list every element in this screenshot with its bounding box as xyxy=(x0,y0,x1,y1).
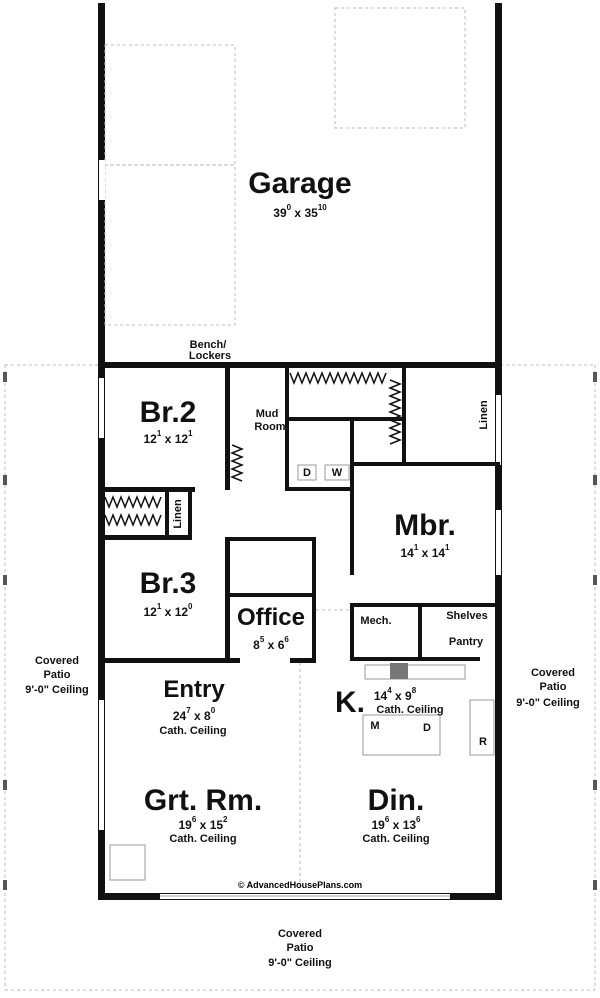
mech-label: Mech. xyxy=(360,615,391,627)
room-name: Din. xyxy=(368,784,425,817)
watermark: © AdvancedHousePlans.com xyxy=(238,880,362,890)
room-dimensions: 196 x 152 xyxy=(179,815,229,832)
pantry-label: Pantry xyxy=(449,636,484,648)
house-walls xyxy=(98,365,502,900)
room-dimensions: 196 x 136 xyxy=(372,815,422,832)
closet-rods xyxy=(104,370,403,528)
covered-patio-outline xyxy=(3,364,597,991)
linen-label: Linen xyxy=(478,400,490,430)
room-entry: Entry 247 x 80 Cath. Ceiling xyxy=(159,676,226,737)
dishwasher-label: D xyxy=(423,722,431,734)
room-name: Entry xyxy=(163,676,225,703)
microwave-label: M xyxy=(370,720,379,732)
room-dimensions: 390 x 3510 xyxy=(273,203,327,220)
ceiling-note: Cath. Ceiling xyxy=(159,725,226,737)
room-dimensions: 121 x 121 xyxy=(144,429,194,446)
dryer-label: D xyxy=(303,467,311,479)
room-br2: Br.2 121 x 121 xyxy=(140,396,197,446)
patio-label: Patio xyxy=(44,669,71,681)
ceiling-note: Cath. Ceiling xyxy=(376,704,443,716)
room-garage: Garage 390 x 3510 xyxy=(248,167,351,220)
patio-label: Covered xyxy=(531,667,575,679)
refrigerator-label: R xyxy=(479,736,487,748)
patio-right: Covered Patio 9'-0" Ceiling xyxy=(516,667,579,709)
room-name: Mbr. xyxy=(394,509,456,542)
patio-label: Covered xyxy=(278,928,322,940)
room-mbr: Mbr. 141 x 141 xyxy=(394,509,456,560)
room-dimensions: 247 x 80 xyxy=(173,706,216,723)
garage-walls xyxy=(98,3,502,368)
ceiling-note: Cath. Ceiling xyxy=(169,833,236,845)
patio-label: Patio xyxy=(287,942,314,954)
patio-ceiling: 9'-0" Ceiling xyxy=(268,957,331,969)
room-name: Grt. Rm. xyxy=(144,784,262,817)
patio-label: Patio xyxy=(540,681,567,693)
room-dimensions: 121 x 120 xyxy=(144,602,194,619)
room-dimensions: 85 x 66 xyxy=(253,635,289,652)
mud-room-label-2: Room xyxy=(254,421,285,433)
room-name: Br.2 xyxy=(140,396,197,429)
bench-label: Bench/ xyxy=(190,339,227,351)
ceiling-note: Cath. Ceiling xyxy=(362,833,429,845)
patio-label: Covered xyxy=(35,655,79,667)
patio-ceiling: 9'-0" Ceiling xyxy=(25,684,88,696)
room-name: Garage xyxy=(248,167,351,200)
room-kitchen: K. 144 x 98 Cath. Ceiling xyxy=(335,686,444,719)
room-office: Office 85 x 66 xyxy=(237,604,305,652)
patio-left: Covered Patio 9'-0" Ceiling xyxy=(25,655,88,696)
mud-room-label: Mud xyxy=(256,408,279,420)
room-dimensions: 141 x 141 xyxy=(401,543,451,560)
washer-label: W xyxy=(332,467,343,479)
room-br3: Br.3 121 x 120 xyxy=(140,567,197,619)
room-great-room: Grt. Rm. 196 x 152 Cath. Ceiling xyxy=(144,784,262,845)
room-name: Br.3 xyxy=(140,567,197,600)
patio-bottom: Covered Patio 9'-0" Ceiling xyxy=(268,928,331,969)
room-name: K. xyxy=(335,686,365,719)
patio-ceiling: 9'-0" Ceiling xyxy=(516,697,579,709)
shelves-label: Shelves xyxy=(446,610,488,622)
room-name: Office xyxy=(237,604,305,631)
room-dining: Din. 196 x 136 Cath. Ceiling xyxy=(362,784,429,845)
linen-label: Linen xyxy=(172,499,184,529)
lockers-label: Lockers xyxy=(189,350,231,362)
room-dimensions: 144 x 98 xyxy=(374,686,417,703)
fixture-labels: Bench/ Lockers Mud Room Linen Linen D W … xyxy=(172,339,490,748)
